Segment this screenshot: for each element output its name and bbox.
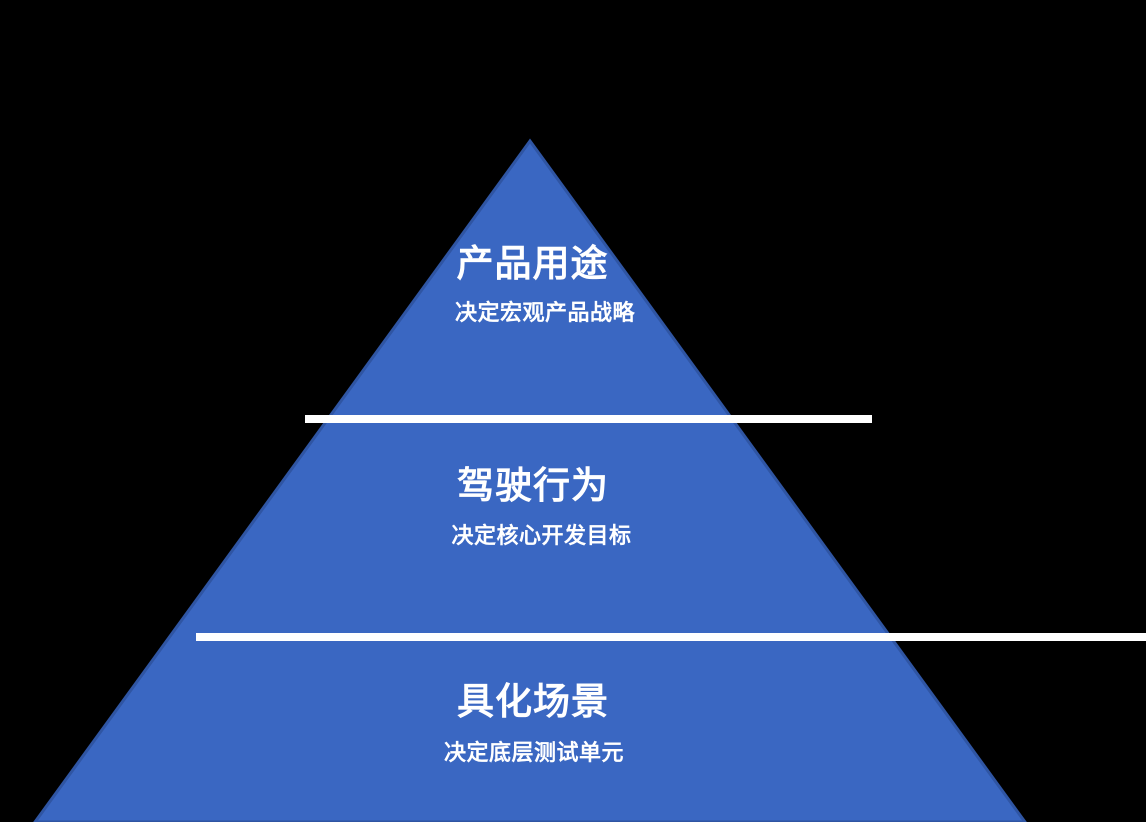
pyramid-level-top-subtitle: 决定宏观产品战略 <box>454 299 635 325</box>
pyramid-level-middle-subtitle: 决定核心开发目标 <box>451 522 632 548</box>
pyramid-level-top: 产品用途 决定宏观产品战略 <box>0 243 1065 326</box>
pyramid-divider-upper <box>305 415 872 423</box>
pyramid-level-middle: 驾驶行为 决定核心开发目标 <box>0 465 1066 549</box>
pyramid-body <box>33 138 1027 822</box>
pyramid-level-bottom-title: 具化场景 <box>457 681 609 722</box>
pyramid-level-bottom-subtitle: 决定底层测试单元 <box>443 739 624 765</box>
pyramid-divider-lower <box>196 633 1146 641</box>
pyramid-level-bottom: 具化场景 决定底层测试单元 <box>0 681 1066 766</box>
pyramid-level-middle-title: 驾驶行为 <box>457 465 609 506</box>
pyramid-level-top-title: 产品用途 <box>456 243 609 284</box>
